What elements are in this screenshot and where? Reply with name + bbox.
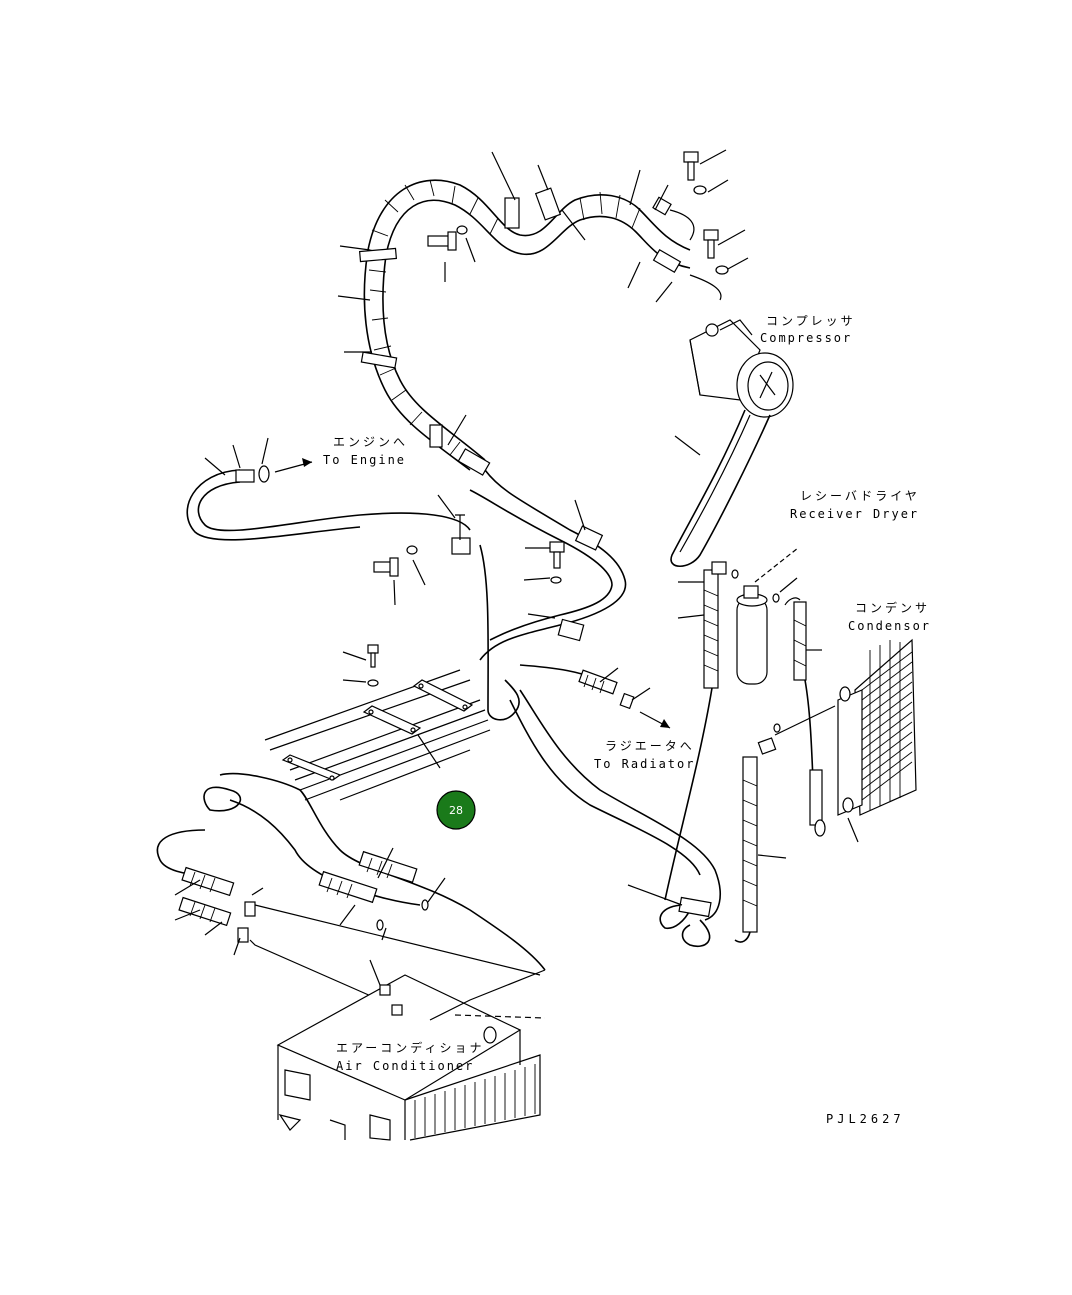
compressor-label-en: Compressor xyxy=(760,331,852,345)
radiator-label-jp: ラジエータへ xyxy=(605,739,695,753)
condenser xyxy=(773,597,917,843)
engine-label-en: To Engine xyxy=(323,453,406,467)
receiver-label-jp: レシーバドライヤ xyxy=(800,489,920,503)
radiator-hose xyxy=(519,664,671,729)
leader-lines-top xyxy=(337,149,749,456)
callout-28[interactable]: 28 xyxy=(436,790,476,830)
upper-hose-loop xyxy=(358,179,691,476)
condenser-label-en: Condensor xyxy=(848,619,931,633)
air-conditioner-unit xyxy=(276,959,546,1141)
engine-label-jp: エンジンへ xyxy=(333,435,408,449)
callout-badge[interactable] xyxy=(436,790,476,830)
drawing-code: PJL2627 xyxy=(826,1112,905,1126)
engine-hose xyxy=(186,437,471,541)
receiver-dryer xyxy=(664,547,799,901)
compressor-bolts xyxy=(669,151,729,301)
compressor-label-jp: コンプレッサ xyxy=(766,314,856,328)
compressor xyxy=(670,319,794,568)
callout-number[interactable]: 28 xyxy=(449,804,463,817)
hose-bundle xyxy=(156,644,546,971)
aircon-label-jp: エアーコンディショナ xyxy=(336,1040,484,1055)
receiver-label-en: Receiver Dryer xyxy=(790,507,919,521)
radiator-label-en: To Radiator xyxy=(594,757,695,771)
middle-hoses xyxy=(373,469,627,721)
aircon-label-en: Air Conditioner xyxy=(336,1059,474,1073)
lower-fittings xyxy=(174,847,541,1001)
lower-right-hose xyxy=(509,689,787,947)
condenser-label-jp: コンデンサ xyxy=(855,600,930,615)
